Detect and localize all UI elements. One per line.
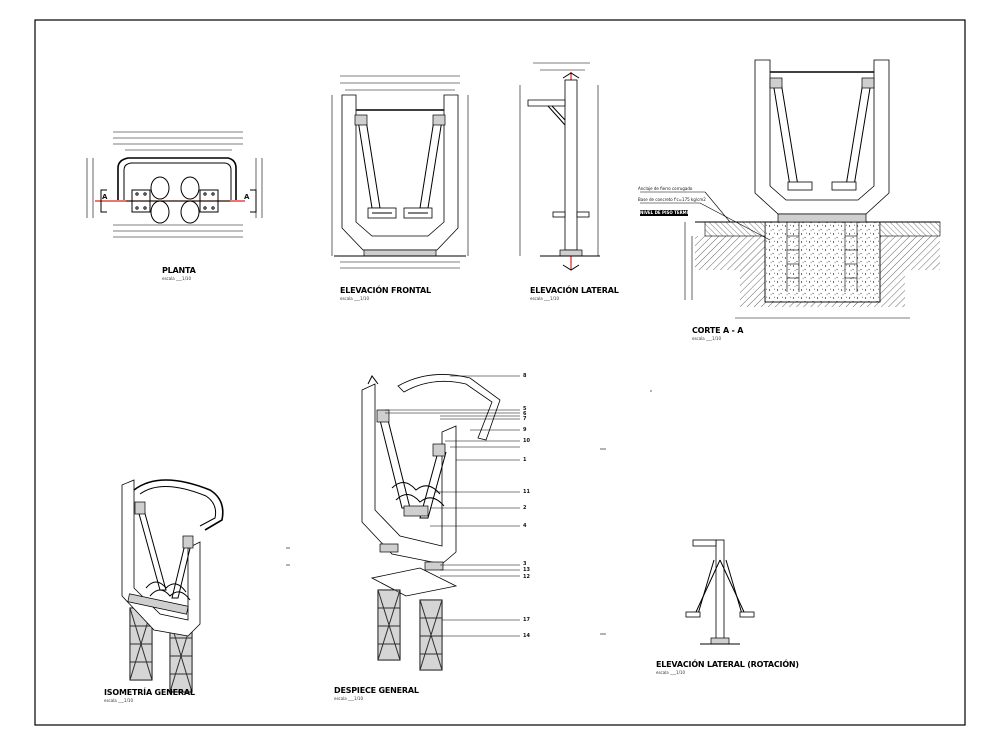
callout-number: 11 (523, 489, 530, 495)
despiece-scale: escala ___1/10 (334, 696, 364, 701)
corte-note-3: NIVEL DE PISO TERMINADO (640, 210, 702, 215)
elevacion-rotacion-view (685, 539, 755, 645)
despiece-title: DESPIECE GENERAL (334, 686, 419, 695)
callout-number: 8 (523, 373, 527, 379)
callout-number: 5 (523, 406, 527, 412)
despiece-view (361, 374, 520, 671)
elevacion-lateral-view (519, 62, 600, 271)
elevacion-frontal-view (331, 75, 469, 269)
callout-number: 7 (523, 416, 527, 422)
callout-number: 4 (523, 523, 527, 529)
planta-title: PLANTA (162, 266, 196, 275)
callout-number: 14 (523, 633, 530, 639)
corte-title: CORTE A - A (692, 326, 744, 335)
planta-view (86, 131, 263, 238)
callout-number: 6 (523, 411, 527, 417)
planta-section-mark-right: A (244, 193, 250, 201)
callout-number: 3 (523, 561, 527, 567)
isometria-title: ISOMETRÍA GENERAL (104, 688, 195, 697)
callout-number: 1 (523, 457, 527, 463)
elev-lateral-title: ELEVACIÓN LATERAL (530, 286, 619, 295)
callout-number: 9 (523, 427, 527, 433)
isometria-view (121, 479, 224, 693)
elev-rotacion-scale: escala ___1/10 (656, 670, 686, 675)
callout-number: 12 (523, 574, 530, 580)
corte-note-1: Anclaje de fierro corrugado (638, 186, 693, 191)
planta-scale: escala ___1/10 (162, 276, 192, 281)
callout-number: 2 (523, 505, 527, 511)
elev-frontal-scale: escala ___1/10 (340, 296, 370, 301)
corte-note-2: Base de concreto f'c=175 kg/cm2 (638, 197, 706, 202)
corte-scale: escala ___1/10 (692, 336, 722, 341)
elev-lateral-scale: escala ___1/10 (530, 296, 560, 301)
callout-number: 13 (523, 567, 530, 573)
planta-section-mark-left: A (102, 193, 108, 201)
callout-number: 17 (523, 617, 530, 623)
elev-rotacion-title: ELEVACIÓN LATERAL (ROTACIÓN) (656, 660, 799, 669)
corte-view (640, 59, 941, 319)
elev-frontal-title: ELEVACIÓN FRONTAL (340, 286, 431, 295)
callout-number: 10 (523, 438, 530, 444)
isometria-scale: escala ___1/10 (104, 698, 134, 703)
